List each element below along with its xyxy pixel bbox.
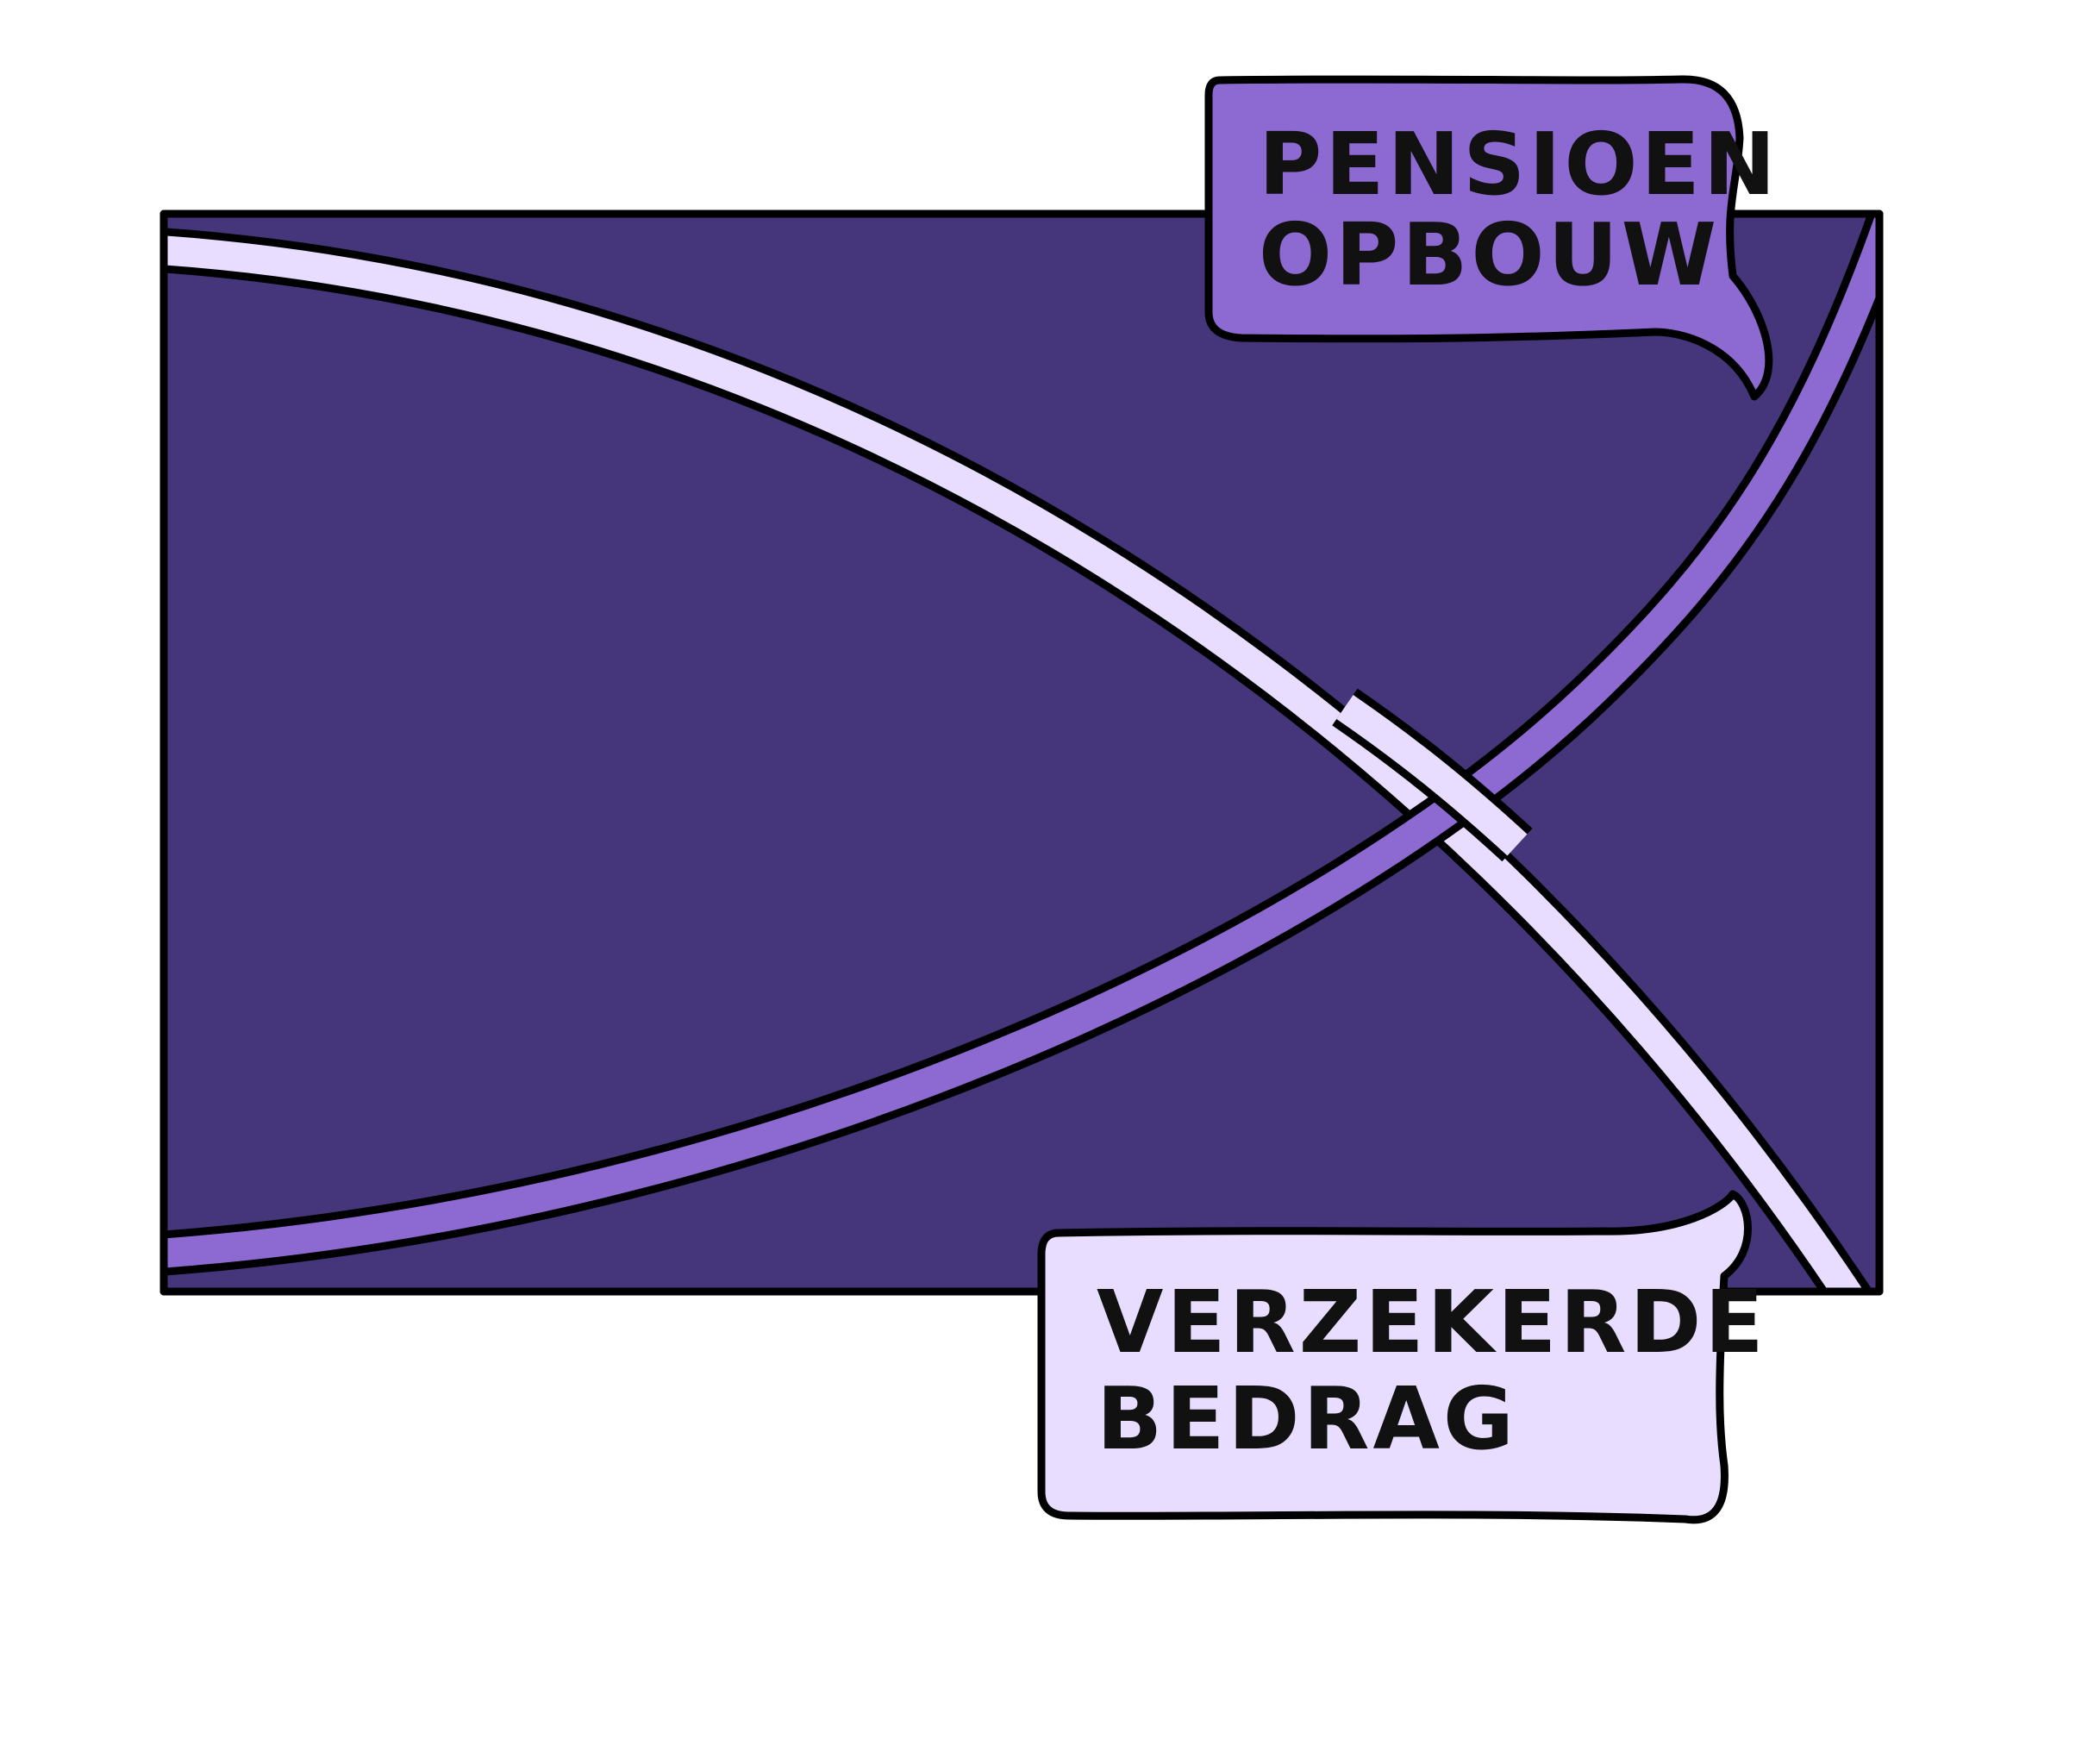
- pension-accrual-label-line1: PENSIOEN: [1259, 114, 1779, 215]
- pension-accrual-label: PENSIOEN OPBOUW: [1204, 75, 1779, 401]
- crossing-overlay: [1332, 688, 1533, 862]
- insured-amount-label: VERZEKERDE BEDRAG: [1037, 1190, 1767, 1524]
- pension-accrual-label-bubble: [1204, 75, 1773, 401]
- insured-amount-label-line2: BEDRAG: [1097, 1368, 1517, 1469]
- chart-panel: [159, 210, 1884, 1296]
- insured-amount-label-bubble: [1037, 1190, 1752, 1524]
- chart-panel-border: [159, 210, 1884, 1296]
- pension-accrual-label-line2: OPBOUW: [1259, 204, 1720, 305]
- pension-accrual-curve: [164, 214, 1879, 1276]
- insured-amount-label-line1: VERZEKERDE: [1097, 1272, 1767, 1373]
- pension-accrual-curve-fill: [164, 214, 1879, 1268]
- insured-amount-curve-fill: [164, 235, 1865, 1292]
- insured-amount-curve: [164, 228, 1873, 1292]
